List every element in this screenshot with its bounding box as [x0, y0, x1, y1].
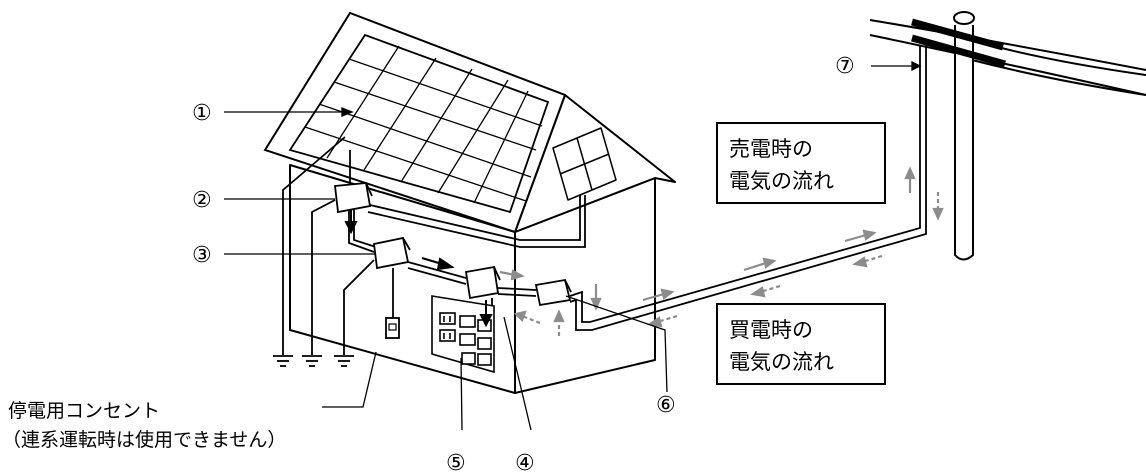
junction-box: [334, 182, 372, 214]
power-meter: [534, 278, 572, 307]
flow-arrows-gray: [499, 166, 944, 336]
leader-lines: [224, 60, 922, 431]
sell-arrow-1: [344, 210, 358, 235]
label-1: ①: [192, 101, 212, 126]
label-2: ②: [192, 188, 212, 213]
sell-flow-box: 売電時の 電気の流れ: [716, 122, 886, 204]
power-conditioner: [373, 236, 410, 270]
distribution-board: [464, 265, 500, 300]
sell-gray-arrow-4: [743, 257, 777, 272]
ground-symbols: [273, 355, 354, 367]
buy-flow-box: 買電時の 電気の流れ: [716, 303, 886, 385]
label-4: ④: [515, 451, 535, 475]
label-6: ⑥: [656, 393, 676, 418]
buy-box-line2: 電気の流れ: [729, 350, 834, 374]
buy-gray-arrow-6: [513, 310, 541, 325]
breaker-panel: [431, 295, 495, 374]
buy-gray-arrow-4: [647, 314, 678, 328]
solar-panel-roof: [263, 11, 567, 234]
ground-symbol-2: [302, 355, 322, 367]
sell-flow-arrows: [344, 210, 493, 328]
gable-window: [552, 127, 617, 201]
label-3: ③: [192, 243, 212, 268]
ground-symbol-1: [273, 355, 293, 367]
label-7: ⑦: [835, 54, 855, 79]
solar-panel-grid: [304, 45, 543, 204]
sell-arrow-2: [421, 257, 455, 271]
devices: [334, 182, 572, 374]
sell-box-line2: 電気の流れ: [729, 169, 834, 193]
buy-box-line1: 買電時の: [729, 318, 813, 342]
sell-gray-arrow-5: [844, 229, 877, 243]
sell-gray-arrow-2: [590, 284, 602, 311]
sell-gray-arrow-1: [499, 269, 525, 281]
buy-gray-arrow-5: [553, 309, 565, 336]
utility-pole: [869, 11, 1146, 261]
sell-box-line1: 売電時の: [729, 137, 813, 161]
outlet-caption-line1: 停電用コンセント: [8, 400, 160, 422]
buy-gray-arrow-3: [750, 284, 781, 298]
ground-symbol-3: [334, 355, 354, 367]
sell-arrow-3: [479, 300, 493, 328]
buy-gray-arrow-2: [852, 254, 883, 268]
outlet-caption-line2: （連系運転時は使用できません）: [2, 429, 286, 451]
buy-gray-arrow-1: [932, 192, 944, 221]
sell-gray-arrow-6: [904, 166, 916, 193]
solar-panel: [288, 33, 550, 214]
label-5: ⑤: [446, 451, 466, 475]
sell-gray-arrow-3: [642, 288, 675, 302]
wiring: [282, 45, 927, 355]
